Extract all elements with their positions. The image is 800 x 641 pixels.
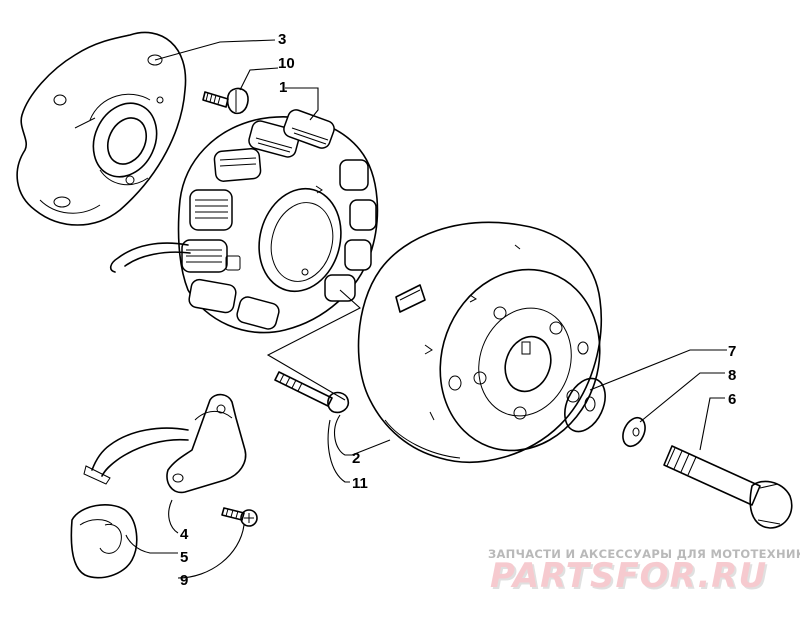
callout-6: 6 (728, 391, 736, 408)
callout-1: 1 (279, 79, 287, 96)
long-bolt (274, 371, 350, 414)
callout-2: 2 (352, 450, 360, 467)
callout-10: 10 (278, 55, 295, 72)
flywheel-bolt (663, 445, 793, 529)
callout-7: 7 (728, 343, 736, 360)
flywheel-washer (564, 377, 606, 433)
callout-8: 8 (728, 367, 736, 384)
leader-lines (125, 39, 727, 579)
callout-5: 5 (180, 549, 188, 566)
stator-bolt (202, 87, 249, 115)
watermark-logo-text: PARTSFOR.RU (490, 556, 768, 596)
pickup-sensor (83, 393, 247, 494)
callout-3: 3 (278, 31, 286, 48)
watermark-tagline: ЗАПЧАСТИ И АКСЕССУАРЫ ДЛЯ МОТОТЕХНИКИ (488, 547, 800, 561)
grommet (70, 504, 138, 579)
stator-coil (109, 109, 379, 334)
flywheel (357, 221, 603, 463)
stator-plate (16, 31, 187, 226)
callout-4: 4 (180, 526, 189, 543)
lock-washer (622, 416, 646, 448)
callout-9: 9 (180, 572, 188, 589)
sensor-screw (221, 507, 258, 527)
watermark-logo: PARTSFOR.RU (490, 556, 790, 596)
callout-11: 11 (352, 475, 368, 492)
